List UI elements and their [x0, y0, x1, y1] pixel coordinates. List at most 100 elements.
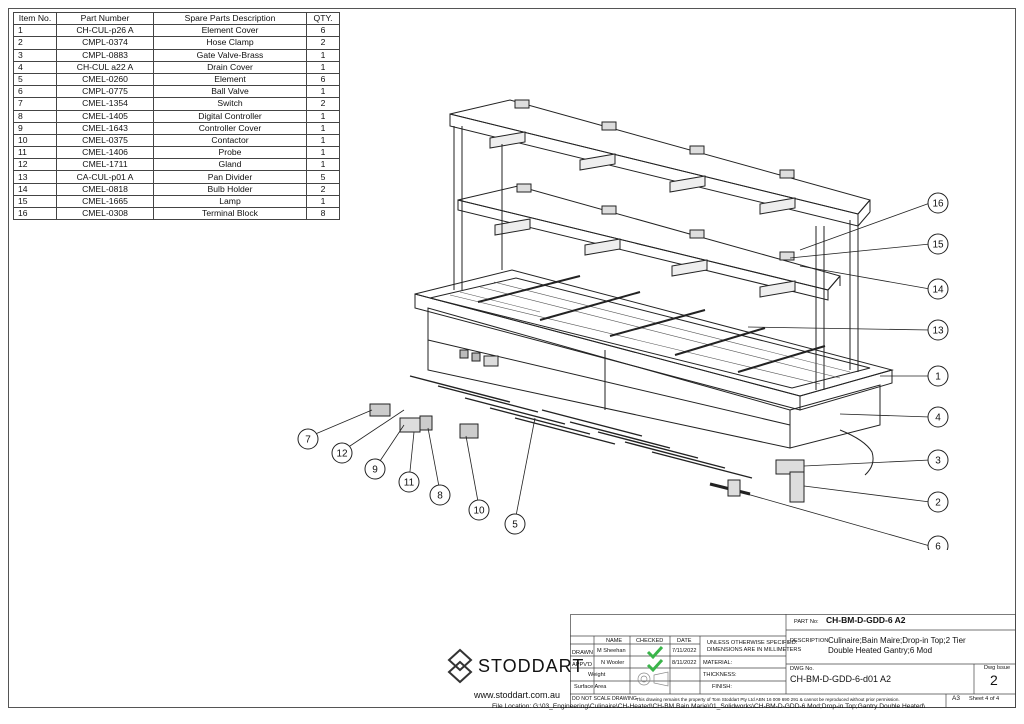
- item-no-cell: 16: [13, 206, 57, 221]
- part-no-value: CH-BM-D-GDD-6 A2: [826, 615, 906, 625]
- balloon-label: 3: [935, 456, 941, 467]
- item-no-cell: 9: [13, 121, 57, 135]
- sheet-size: A3: [952, 695, 960, 702]
- col-date: DATE: [677, 638, 692, 644]
- item-no-cell: 15: [13, 194, 57, 209]
- balloon-label: 7: [305, 435, 311, 446]
- item-balloon: 14: [927, 278, 949, 300]
- projection-symbol-icon: [637, 671, 669, 687]
- item-balloon: 1: [927, 365, 949, 387]
- part-number-cell: CMPL-0775: [56, 85, 154, 99]
- balloon-label: 13: [932, 326, 944, 337]
- item-no-cell: 2: [13, 36, 57, 50]
- tolerance-note: UNLESS OTHERWISE SPECIFIED: DIMENSIONS A…: [707, 640, 802, 653]
- part-number-cell: CH-CUL-p26 A: [56, 24, 154, 38]
- part-number-cell: CMPL-0883: [56, 48, 154, 62]
- item-balloon: 9: [364, 458, 386, 480]
- stoddart-logo-text: STODDART: [478, 656, 585, 676]
- check-icon: [646, 658, 664, 673]
- header-description: Spare Parts Description: [153, 11, 307, 26]
- description-label: DESCRIPTION:: [790, 638, 830, 644]
- part-number-cell: CMEL-1354: [56, 97, 154, 111]
- item-balloon: 16: [927, 192, 949, 214]
- part-no-label: PART No:: [794, 619, 819, 625]
- part-number-cell: CMEL-1643: [56, 121, 154, 135]
- description-value: Culinaire;Bain Maire;Drop-in Top;2 Tier …: [828, 636, 966, 655]
- qty-cell: 1: [306, 60, 340, 74]
- drawing-frame: [8, 8, 1016, 708]
- part-number-cell: CMEL-1406: [56, 146, 154, 160]
- drawn-label: DRAWN: [572, 650, 593, 656]
- item-balloon: 3: [927, 449, 949, 471]
- item-balloon: 4: [927, 406, 949, 428]
- balloon-label: 12: [336, 449, 348, 460]
- item-no-cell: 6: [13, 85, 57, 99]
- dwg-no-value: CH-BM-D-GDD-6-d01 A2: [790, 674, 892, 684]
- part-number-cell: CMEL-1405: [56, 109, 154, 123]
- balloon-label: 8: [437, 491, 443, 502]
- dwg-issue-label: Dwg Issue: [984, 665, 1011, 671]
- item-no-cell: 13: [13, 170, 57, 184]
- description-cell: Hose Clamp: [153, 36, 307, 50]
- part-number-cell: CMEL-0375: [56, 133, 154, 148]
- appvd-name: N Wooler: [601, 660, 625, 666]
- title-block-grid: [570, 614, 1016, 708]
- header-item-no: Item No.: [13, 11, 57, 26]
- balloon-label: 10: [473, 506, 485, 517]
- part-number-cell: CMEL-0818: [56, 182, 154, 196]
- item-no-cell: 11: [13, 146, 57, 160]
- description-cell: Gate Valve-Brass: [153, 48, 307, 62]
- part-number-cell: CMEL-0260: [56, 72, 154, 87]
- top-shelf: [449, 99, 871, 215]
- col-name: NAME: [606, 638, 623, 644]
- item-balloon: 11: [398, 471, 420, 493]
- balloon-label: 4: [935, 413, 941, 424]
- weight-label: Weight: [588, 672, 606, 678]
- sheet-number: Sheet 4 of 4: [969, 696, 1000, 702]
- item-balloon: 5: [504, 513, 526, 535]
- item-no-cell: 10: [13, 133, 57, 148]
- item-no-cell: 8: [13, 109, 57, 123]
- check-icon: [646, 645, 664, 660]
- part-number-cell: CH-CUL a22 A: [56, 60, 154, 74]
- dwg-no-label: DWG No.: [790, 666, 814, 672]
- item-no-cell: 5: [13, 72, 57, 87]
- description-cell: Drain Cover: [153, 60, 307, 74]
- stoddart-logo-icon: [447, 648, 473, 684]
- item-no-cell: 4: [13, 60, 57, 74]
- part-number-cell: CMEL-1665: [56, 194, 154, 209]
- scale-note: DO NOT SCALE DRAWING: [572, 696, 637, 702]
- dwg-issue-value: 2: [990, 672, 998, 688]
- parts-table: Item No. Part Number Spare Parts Descrip…: [13, 11, 340, 221]
- qty-cell: 2: [306, 36, 340, 50]
- part-number-cell: CMPL-0374: [56, 36, 154, 50]
- qty-cell: 1: [306, 133, 340, 148]
- balloon-label: 9: [372, 465, 378, 476]
- appvd-date: 8/11/2022: [672, 660, 697, 666]
- finish-label: FINISH:: [712, 684, 732, 690]
- item-no-cell: 12: [13, 158, 57, 172]
- item-no-cell: 14: [13, 182, 57, 196]
- item-balloon: 6: [927, 535, 949, 551]
- item-no-cell: 3: [13, 48, 57, 62]
- material-label: MATERIAL:: [703, 660, 733, 666]
- balloon-label: 1: [935, 372, 941, 383]
- parts-table-header: Item No. Part Number Spare Parts Descrip…: [13, 11, 340, 26]
- balloon-label: 5: [512, 520, 518, 531]
- appvd-label: APPV'D: [572, 662, 593, 668]
- balloon-label: 6: [935, 542, 941, 551]
- part-number-cell: CMEL-1711: [56, 158, 154, 172]
- part-number-cell: CA-CUL-p01 A: [56, 170, 154, 184]
- thickness-label: THICKNESS:: [703, 672, 737, 678]
